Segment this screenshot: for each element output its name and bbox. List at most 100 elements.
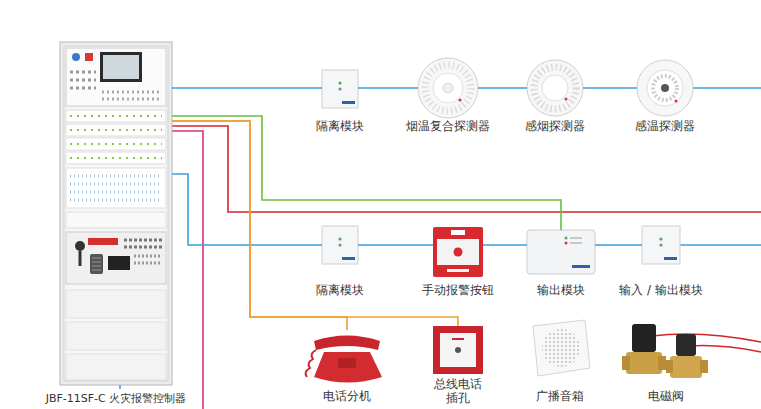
- manual-alarm-button-icon: [433, 227, 483, 277]
- controller-cabinet: [70, 129, 162, 131]
- bus-connector: [595, 244, 642, 246]
- solenoid-valve-icon: [658, 356, 666, 370]
- heat-detector-icon: [675, 100, 678, 103]
- telephone-icon: [306, 336, 382, 383]
- manual-alarm-button-icon: [433, 227, 483, 277]
- output-module-icon: [565, 237, 568, 240]
- controller-cabinet: [134, 262, 162, 265]
- bus-connector: [478, 87, 527, 89]
- manual-alarm-button-icon: [451, 230, 465, 235]
- solenoid-valve-icon: [676, 334, 696, 356]
- isolation-module-icon: [338, 243, 341, 246]
- device-node: 感温探测器: [637, 60, 693, 116]
- heat-detector-icon: [653, 76, 677, 100]
- controller-cabinet: [60, 42, 172, 385]
- controller-cabinet: [66, 212, 166, 228]
- device-label: 烟温复合探测器: [406, 120, 490, 134]
- smoke-heat-detector-icon: [418, 58, 478, 118]
- controller-cabinet: [103, 55, 139, 79]
- isolation-module-icon: [322, 70, 358, 108]
- bus-connector: [172, 121, 347, 330]
- controller-cabinet: [66, 48, 166, 106]
- controller-cabinet: [124, 246, 162, 249]
- speaker-icon: [533, 320, 590, 376]
- device-node: 输入 / 输出模块: [642, 226, 680, 264]
- output-module-icon: [527, 230, 595, 274]
- speaker-icon: [533, 320, 590, 376]
- controller-cabinet: [134, 255, 162, 258]
- device-label: 感温探测器: [635, 120, 695, 134]
- bus-wires: [680, 244, 761, 246]
- controller-cabinet: [70, 79, 96, 82]
- bus-wires: [172, 126, 761, 212]
- bus-phone-jack-icon: [455, 347, 461, 353]
- isolation-module-icon: [338, 81, 341, 84]
- isolation-module-icon: [342, 257, 355, 260]
- smoke-heat-detector-icon: [433, 73, 463, 103]
- controller-cabinet: [102, 98, 160, 101]
- device-label: 输出模块: [537, 284, 585, 298]
- smoke-heat-detector-icon: [425, 65, 471, 111]
- bus-connector: [583, 87, 637, 89]
- controller-cabinet: [66, 138, 166, 150]
- solenoid-valve-icon: [700, 360, 708, 373]
- manual-alarm-button-icon: [437, 239, 479, 265]
- heat-detector-icon: [637, 60, 693, 116]
- controller-cabinet: [92, 262, 101, 263]
- controller-cabinet: [70, 143, 162, 145]
- bus-connector: [172, 174, 322, 245]
- controller-cabinet: [88, 238, 118, 245]
- controller-cabinet: [75, 241, 85, 251]
- smoke-detector-icon: [534, 67, 576, 109]
- device-label: 隔离模块: [316, 120, 364, 134]
- smoke-detector-icon: [565, 98, 568, 101]
- smoke-detector-icon: [527, 60, 583, 116]
- solenoid-valve-icon: [652, 334, 761, 342]
- controller-cabinet: [92, 266, 101, 267]
- controller-cabinet: [66, 168, 166, 208]
- device-node: 电话分机: [308, 330, 386, 386]
- controller-node: JBF-11SF-C 火灾报警控制器: [60, 42, 172, 385]
- controller-cabinet: [60, 42, 172, 385]
- device-node: 感烟探测器: [527, 60, 583, 116]
- bus-wires: [172, 131, 203, 409]
- solenoid-valve-icon: [622, 356, 630, 370]
- telephone-icon: [314, 352, 382, 383]
- controller-cabinet: [108, 256, 130, 270]
- telephone-icon: [314, 336, 380, 351]
- controller-cabinet: [66, 354, 166, 380]
- bus-connector: [358, 244, 433, 246]
- isolation-module-icon: [322, 70, 358, 108]
- isolation-module-icon: [342, 101, 355, 104]
- solenoid-valve-icon: [690, 346, 761, 352]
- controller-cabinet: [66, 232, 166, 284]
- telephone-icon: [338, 358, 356, 368]
- device-label: 感烟探测器: [525, 120, 585, 134]
- smoke-heat-detector-icon: [459, 99, 462, 102]
- device-label: 总线电话 插孔: [431, 378, 485, 406]
- heat-detector-icon: [637, 60, 693, 116]
- device-node: 输出模块: [527, 230, 595, 274]
- output-module-icon: [570, 238, 582, 239]
- isolation-module-icon: [322, 226, 358, 264]
- device-node: 总线电话 插孔: [433, 326, 483, 374]
- solenoid-valve-icon: [626, 352, 662, 374]
- smoke-heat-detector-icon: [418, 58, 478, 118]
- controller-cabinet: [70, 157, 162, 159]
- io-module-icon: [642, 226, 680, 264]
- device-label: 手动报警按钮: [422, 284, 494, 298]
- controller-cabinet: [90, 254, 103, 274]
- solenoid-valve-icon: [666, 360, 673, 373]
- device-label: 输入 / 输出模块: [619, 284, 703, 298]
- bus-phone-jack-icon: [440, 333, 476, 367]
- bus-connector: [172, 121, 458, 326]
- bus-connector: [172, 116, 561, 230]
- manual-alarm-button-icon: [454, 248, 463, 257]
- io-module-icon: [664, 257, 677, 260]
- controller-label: JBF-11SF-C 火灾报警控制器: [46, 393, 187, 406]
- output-module-icon: [527, 230, 595, 274]
- smoke-detector-icon: [527, 60, 583, 116]
- controller-cabinet: [66, 290, 166, 318]
